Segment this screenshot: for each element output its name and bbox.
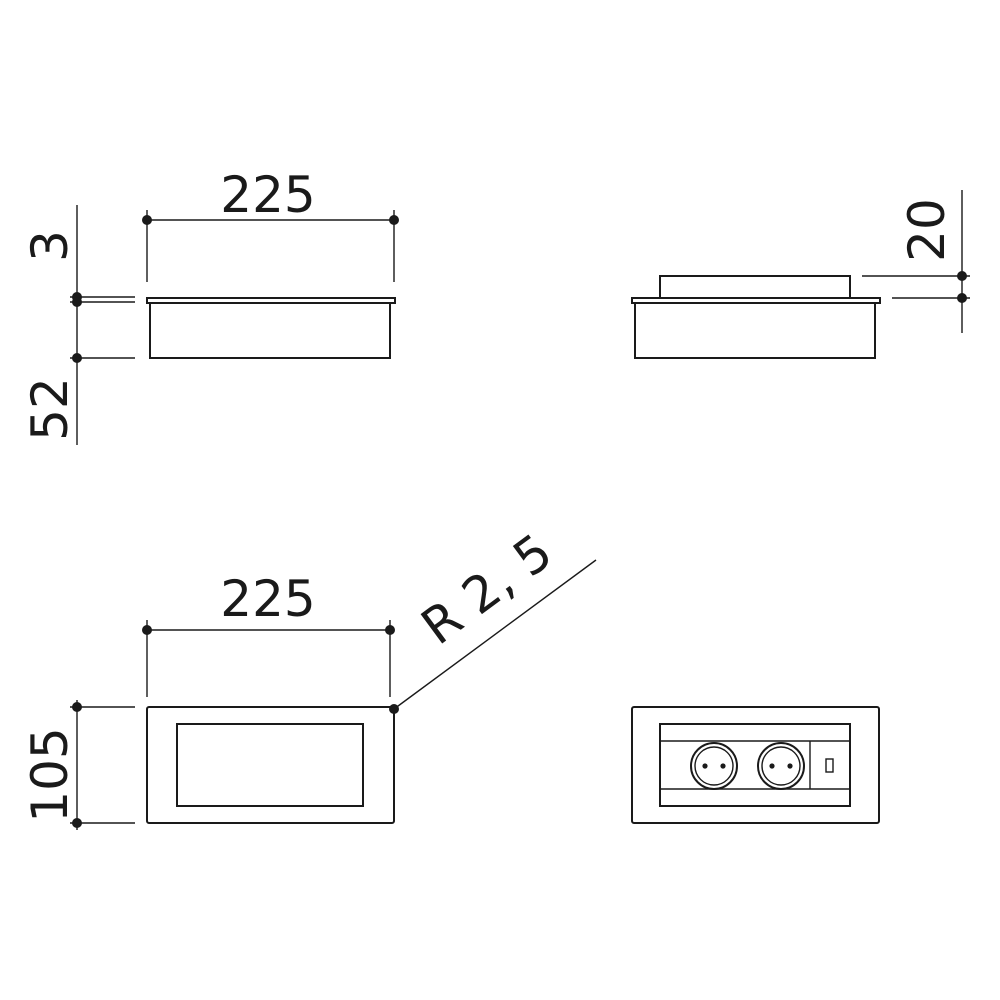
socket-2: [757, 742, 805, 790]
top-view-lid-panel: [176, 723, 364, 807]
top-view-frame: [146, 706, 395, 824]
top-depth-tick-bottom: [72, 818, 82, 828]
radius-leader-dot: [389, 704, 399, 714]
side-view: 225 3 52: [21, 166, 399, 445]
top-width-label: 225: [220, 570, 315, 628]
top-width-tick-left: [142, 625, 152, 635]
top-width-tick-right: [385, 625, 395, 635]
open-raised-insert: [659, 275, 851, 299]
side-height-tick-mid: [72, 297, 82, 307]
socket-1: [690, 742, 738, 790]
side-width-tick-left: [142, 215, 152, 225]
top-depth-tick-top: [72, 702, 82, 712]
radius-label: R 2, 5: [411, 523, 563, 656]
open-body: [634, 302, 876, 359]
raise-tick-bottom: [957, 293, 967, 303]
side-lid-height-label: 3: [21, 230, 79, 262]
side-width-tick-right: [389, 215, 399, 225]
top-view-open: [631, 706, 880, 824]
radius-leader-line: [393, 559, 597, 710]
side-view-body: [149, 302, 391, 359]
top-depth-label: 105: [21, 727, 79, 822]
usb-port-icon: [825, 758, 834, 773]
raise-label: 20: [898, 198, 956, 262]
top-view: 225 105 R 2, 5: [21, 523, 597, 830]
side-width-label: 225: [220, 166, 315, 224]
side-body-height-label: 52: [21, 377, 79, 441]
side-view-open: 20: [631, 190, 970, 359]
open-top-frame: [631, 706, 880, 824]
raise-tick-top: [957, 271, 967, 281]
side-height-tick-bottom: [72, 353, 82, 363]
open-top-housing: [659, 723, 851, 807]
